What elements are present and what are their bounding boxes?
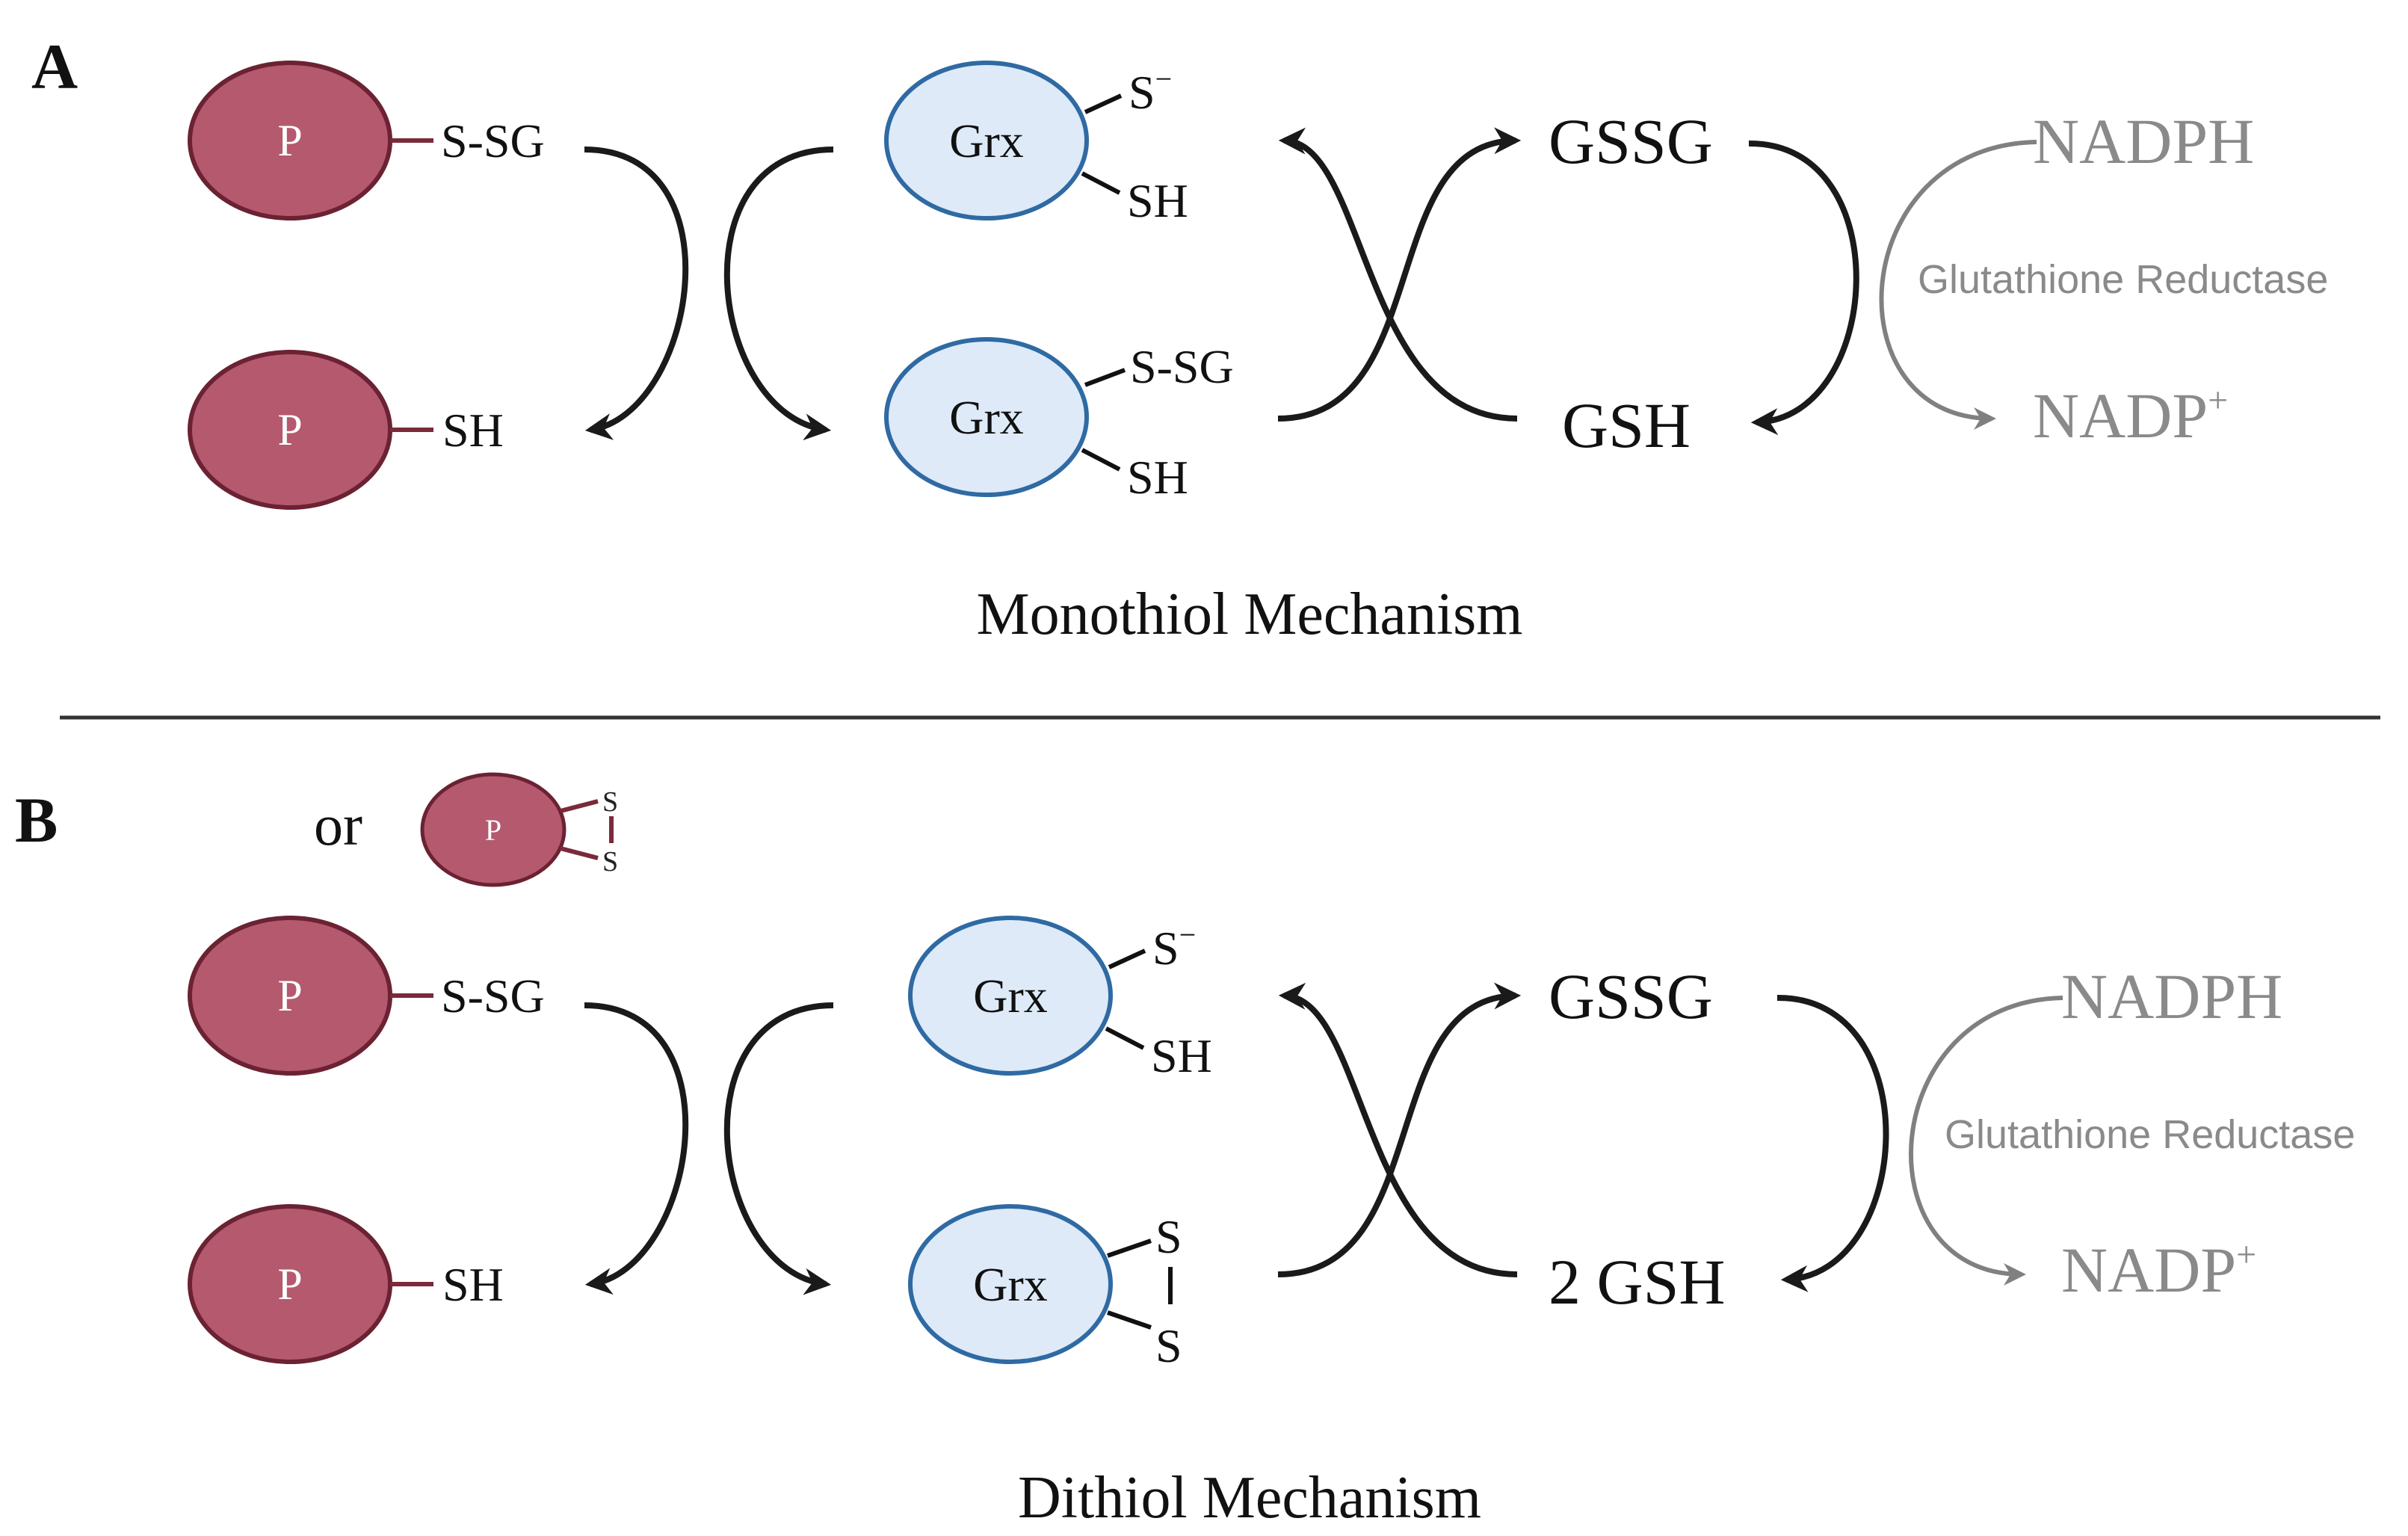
- grx-glutathionylated: Grx S-SG SH: [884, 337, 1234, 504]
- enzyme-label: Glutathione Reductase: [1945, 1112, 2355, 1157]
- protein-reduced: P SH: [188, 350, 504, 510]
- grx-thiol-bottom: SH: [1151, 1029, 1212, 1082]
- panel-a-letter: A: [31, 31, 78, 102]
- grx-ellipse: [908, 916, 1113, 1076]
- grx-thiol-top: S−: [1152, 918, 1196, 975]
- grx-thiol-top: S−: [1129, 62, 1172, 119]
- protein-label: P: [277, 971, 302, 1020]
- grx-bond: [1084, 93, 1123, 114]
- grx-label: Grx: [973, 969, 1048, 1023]
- protein-ellipse: [420, 772, 567, 887]
- arrow-nadph-oxidation: [1909, 996, 2063, 1286]
- nadph-label: NADPH: [2061, 960, 2282, 1032]
- panel-b-caption: Dithiol Mechanism: [1018, 1465, 1481, 1531]
- protein-label: P: [485, 813, 501, 847]
- protein-bond: [560, 799, 599, 813]
- panel-a: A P S-SG P SH Grx S− SH: [31, 31, 2328, 647]
- protein-reduced: P SH: [188, 1204, 504, 1364]
- protein-intramolecular-disulfide: P S S: [420, 772, 618, 887]
- protein-glutathionylated: P S-SG: [188, 916, 545, 1076]
- grx-ellipse: [884, 337, 1089, 497]
- nadph-label: NADPH: [2033, 105, 2254, 177]
- grx-bond: [1107, 1310, 1152, 1330]
- grx-bond: [1108, 949, 1146, 969]
- sulfur-bottom: S: [602, 846, 618, 878]
- nadp-label: NADP+: [2033, 380, 2228, 451]
- sulfur-bottom: S: [1155, 1319, 1182, 1372]
- grx-bond: [1081, 448, 1121, 472]
- arrow-gsh-to-gssg: [1277, 982, 1522, 1277]
- protein-glutathionylated: P S-SG: [188, 61, 545, 220]
- grx-thiol-bottom: SH: [1127, 451, 1188, 504]
- protein-group-label: S-SG: [441, 114, 545, 167]
- arrow-grx-regeneration: [1278, 982, 1518, 1277]
- gsh-label: GSH: [1562, 389, 1691, 461]
- grx-thiolate: Grx S− SH: [908, 916, 1212, 1082]
- grx-bond: [1105, 1026, 1145, 1050]
- protein-label: P: [277, 116, 302, 165]
- grx-bond: [1084, 368, 1126, 387]
- grx-label: Grx: [973, 1258, 1048, 1311]
- protein-group-label: SH: [442, 1258, 504, 1311]
- arrow-grx-regeneration: [1278, 127, 1518, 422]
- protein-group-label: S-SG: [441, 969, 545, 1023]
- gssg-label: GSSG: [1549, 105, 1713, 177]
- arrow-grx-disulfide-formation: [723, 1002, 834, 1295]
- gssg-label: GSSG: [1549, 960, 1713, 1032]
- protein-bond: [560, 846, 599, 860]
- arrow-nadph-oxidation: [1879, 140, 2037, 430]
- grx-thiolate: Grx S− SH: [884, 61, 1188, 227]
- grx-thiol-bottom: SH: [1127, 174, 1188, 227]
- arrow-protein-reduction: [584, 1002, 689, 1295]
- nadp-label: NADP+: [2061, 1234, 2256, 1306]
- enzyme-label: Glutathione Reductase: [1918, 257, 2328, 302]
- grx-ellipse: [908, 1204, 1113, 1364]
- grx-bond: [1081, 171, 1121, 195]
- arrow-gsh-to-gssg: [1277, 127, 1522, 422]
- grx-disulfide: Grx S S: [908, 1204, 1182, 1372]
- arrow-grx-glutathionylation: [723, 146, 834, 441]
- arrow-gssg-reduction: [1748, 140, 1859, 436]
- protein-label: P: [277, 1259, 302, 1309]
- grx-bond: [1107, 1239, 1152, 1258]
- panel-b: B or P S S P S-SG P SH: [15, 772, 2355, 1531]
- protein-label: P: [277, 405, 302, 454]
- grx-ellipse: [884, 61, 1089, 220]
- sulfur-top: S: [1155, 1210, 1182, 1263]
- gsh-label: 2 GSH: [1549, 1246, 1726, 1318]
- arrow-gssg-reduction: [1776, 994, 1889, 1292]
- protein-group-label: SH: [442, 404, 504, 457]
- arrow-protein-reduction: [584, 146, 689, 440]
- grx-label: Grx: [949, 114, 1024, 167]
- grx-label: Grx: [949, 391, 1024, 444]
- grx-thiol-top: S-SG: [1130, 340, 1234, 393]
- or-label: or: [314, 792, 362, 857]
- panel-a-caption: Monothiol Mechanism: [976, 582, 1522, 647]
- sulfur-top: S: [602, 786, 618, 818]
- panel-b-letter: B: [15, 784, 58, 856]
